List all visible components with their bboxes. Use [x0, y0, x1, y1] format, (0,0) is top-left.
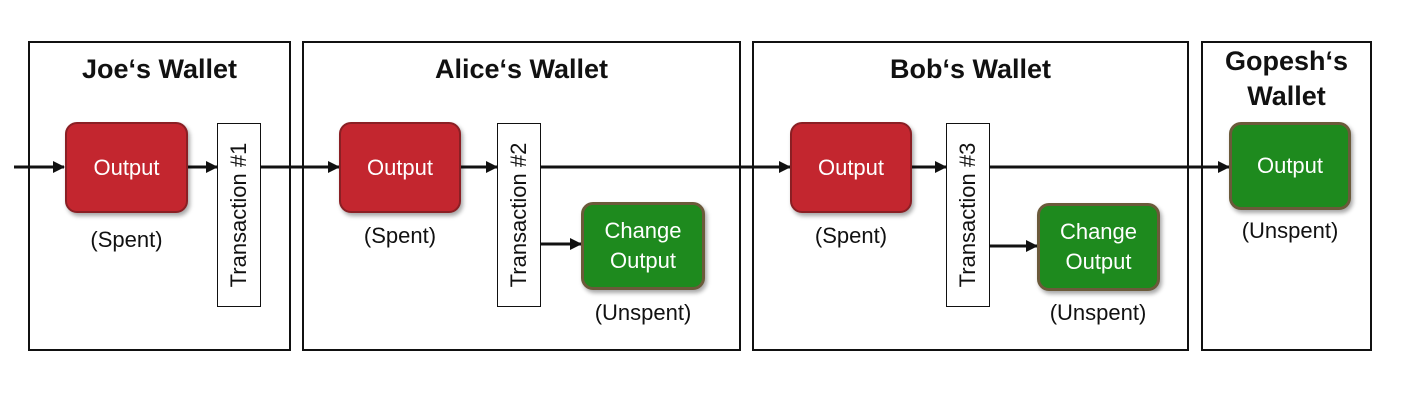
gopesh-wallet-title-line1: Gopesh‘s [1224, 46, 1349, 76]
alice-wallet-title: Alice‘s Wallet [434, 54, 609, 84]
bob-output-node: Output [790, 122, 912, 213]
alice-change-status: (Unspent) [594, 300, 692, 325]
gopesh-output-node: Output [1229, 122, 1351, 210]
bob-wallet-title: Bob‘s Wallet [889, 54, 1051, 84]
joe-output-label: Output [93, 154, 160, 180]
gopesh-output-label: Output [1256, 153, 1324, 178]
alice-output-status: (Spent) [363, 223, 437, 248]
gopesh-wallet-title-line2: Wallet [1247, 81, 1326, 111]
gopesh-output-status: (Unspent) [1241, 218, 1339, 243]
transaction-1-box: Transaction #1 [217, 123, 261, 307]
bob-change-label-line2: Output [1065, 249, 1132, 274]
transaction-3-label: Transaction #3 [955, 142, 980, 288]
joe-output-node: Output [65, 122, 188, 213]
alice-output-label: Output [366, 154, 434, 180]
bob-change-status: (Unspent) [1049, 300, 1147, 325]
transaction-2-box: Transaction #2 [497, 123, 541, 307]
bob-output-label: Output [817, 154, 885, 180]
alice-change-label-line2: Output [609, 248, 677, 273]
bob-change-output-node: Change Output [1037, 203, 1160, 291]
bob-output-status: (Spent) [814, 223, 888, 248]
alice-change-label-line1: Change [604, 218, 682, 243]
transaction-1-label: Transaction #1 [226, 142, 251, 288]
joe-wallet-title: Joe‘s Wallet [81, 54, 238, 84]
joe-output-status: (Spent) [90, 227, 163, 252]
bob-change-label-line1: Change [1059, 219, 1138, 244]
transaction-3-box: Transaction #3 [946, 123, 990, 307]
alice-output-node: Output [339, 122, 461, 213]
alice-change-output-node: Change Output [581, 202, 705, 290]
transaction-2-label: Transaction #2 [506, 142, 531, 288]
